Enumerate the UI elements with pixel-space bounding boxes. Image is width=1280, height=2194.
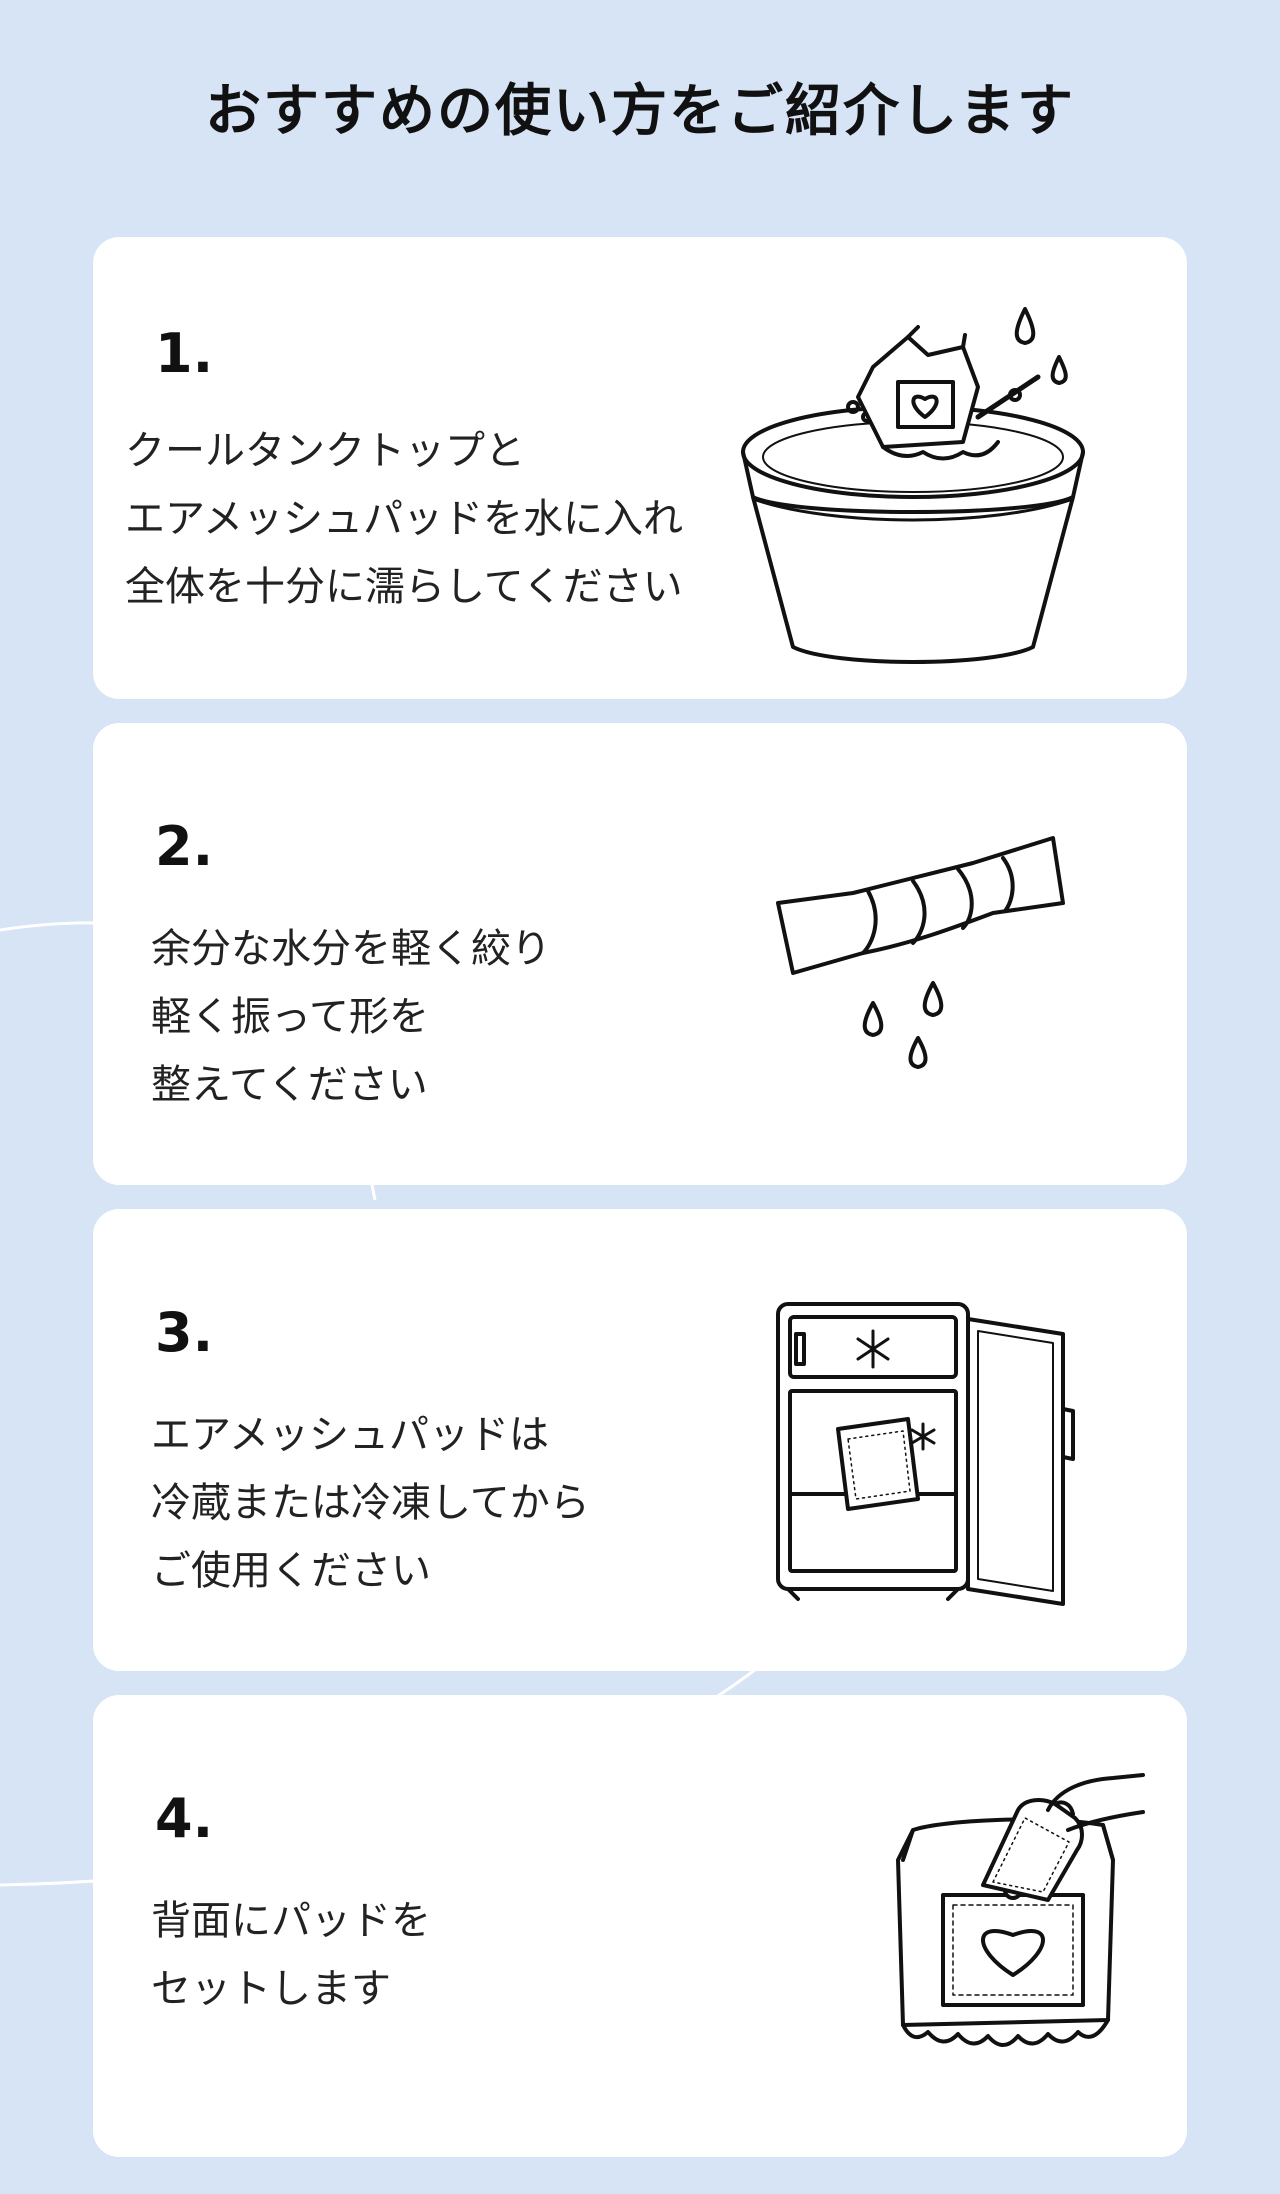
step-line: 冷蔵または冷凍してから (151, 1480, 590, 1526)
step-line: セットします (151, 1966, 391, 2012)
step-card-1: 1. クールタンクトップと エアメッシュパッドを水に入れ 全体を十分に濡らしてく… (93, 237, 1187, 699)
page-title: おすすめの使い方をご紹介します (205, 79, 1075, 144)
insert-pad-icon (793, 1770, 1153, 2090)
step-number: 3. (155, 1301, 214, 1364)
step-line: 整えてください (151, 1062, 428, 1108)
step-line: エアメッシュパッドを水に入れ (125, 496, 683, 542)
step-line: 余分な水分を軽く絞り (151, 926, 551, 972)
step-number: 4. (155, 1787, 214, 1850)
step-line: ご使用ください (151, 1548, 431, 1594)
step-description: クールタンクトップと エアメッシュパッドを水に入れ 全体を十分に濡らしてください (125, 417, 683, 621)
step-card-2: 2. 余分な水分を軽く絞り 軽く振って形を 整えてください (93, 723, 1187, 1185)
step-line: 全体を十分に濡らしてください (125, 564, 683, 610)
step-line: 背面にパッドを (151, 1898, 431, 1944)
step-number: 1. (155, 322, 214, 385)
step-description: エアメッシュパッドは 冷蔵または冷凍してから ご使用ください (151, 1401, 590, 1605)
step-description: 余分な水分を軽く絞り 軽く振って形を 整えてください (151, 915, 551, 1119)
step-card-3: 3. エアメッシュパッドは 冷蔵または冷凍してから ご使用ください (93, 1209, 1187, 1671)
step-line: 軽く振って形を (151, 994, 429, 1040)
bucket-soak-icon (733, 267, 1093, 667)
step-card-4: 4. 背面にパッドを セットします (93, 1695, 1187, 2157)
step-description: 背面にパッドを セットします (151, 1887, 431, 2023)
wring-cloth-icon (773, 833, 1073, 1083)
step-line: エアメッシュパッドは (151, 1412, 549, 1458)
step-number: 2. (155, 815, 214, 878)
refrigerator-icon (768, 1299, 1088, 1609)
step-line: クールタンクトップと (125, 428, 525, 474)
